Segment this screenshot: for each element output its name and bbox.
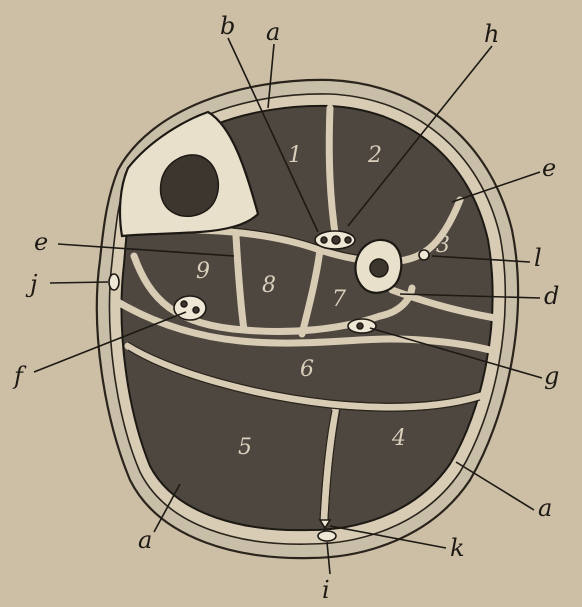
muscle-number-1: 1 — [288, 143, 302, 168]
label-i: i — [322, 576, 330, 604]
label-l: l — [534, 244, 542, 272]
label-h: h — [484, 20, 499, 48]
muscle-number-8: 8 — [262, 273, 276, 298]
muscle-number-7: 7 — [332, 287, 346, 312]
muscle-number-6: 6 — [300, 357, 314, 382]
label-e-left: e — [34, 228, 48, 256]
label-b: b — [220, 12, 235, 40]
label-a-top: a — [266, 18, 280, 46]
label-d: d — [544, 282, 559, 310]
label-e-right: e — [542, 154, 556, 182]
muscle-number-4: 4 — [391, 426, 406, 451]
label-a-left: a — [138, 526, 152, 554]
label-a-right: a — [538, 494, 552, 522]
label-g: g — [544, 362, 559, 390]
muscle-number-3: 3 — [436, 233, 450, 258]
label-k: k — [450, 534, 465, 562]
muscle-number-2: 2 — [367, 143, 382, 168]
muscle-number-5: 5 — [238, 435, 252, 460]
muscle-number-9: 9 — [196, 259, 210, 284]
radius-marrow — [370, 259, 388, 277]
